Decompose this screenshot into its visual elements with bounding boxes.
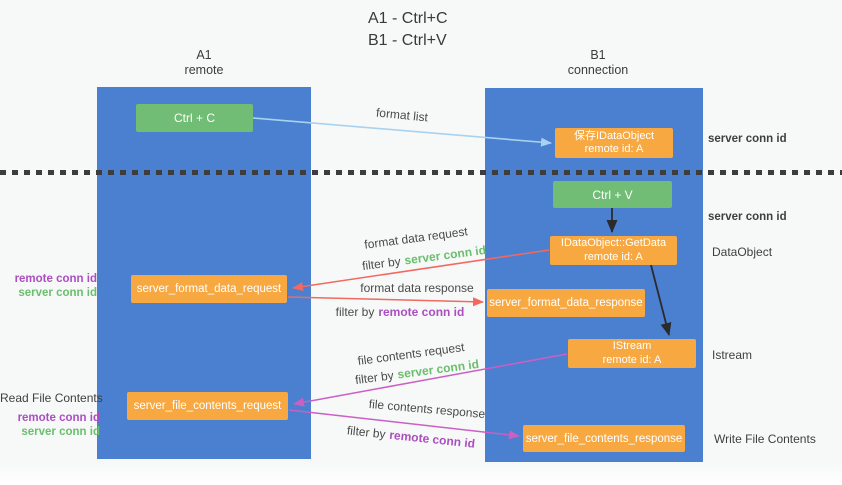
node-server-format-data-response: server_format_data_response xyxy=(487,289,645,317)
node-getdata-line1: IDataObject::GetData xyxy=(560,237,667,249)
title-line-2: B1 - Ctrl+V xyxy=(368,32,447,49)
label-server-conn-id-left-2: server conn id xyxy=(21,426,100,438)
arrow-getdata-to-istream xyxy=(650,264,672,336)
arrow-file-contents-response xyxy=(288,409,520,440)
node-save-idataobject-line1: 保存IDataObject xyxy=(573,129,655,142)
node-server-file-contents-response: server_file_contents_response xyxy=(523,425,685,452)
node-server-format-data-request: server_format_data_request xyxy=(131,275,287,303)
column-b1-name: B1 xyxy=(590,48,606,62)
column-a1-name: A1 xyxy=(196,48,212,62)
label-dataobject: DataObject xyxy=(712,245,773,259)
label-write-file-contents: Write File Contents xyxy=(714,432,816,446)
node-save-idataobject: 保存IDataObject remote id: A xyxy=(555,128,673,158)
session-divider-dotted-line xyxy=(0,170,842,175)
column-header-b1: B1 connection xyxy=(538,48,658,78)
label-remote-conn-id-left-1: remote conn id xyxy=(14,273,97,285)
label-group-file-conn-ids: Read File Contents remote conn id server… xyxy=(0,390,103,439)
node-file-response-label: server_file_contents_response xyxy=(525,432,683,445)
label-group-format-conn-ids: remote conn id server conn id xyxy=(0,272,97,300)
node-file-request-label: server_file_contents_request xyxy=(133,400,282,412)
label-remote-conn-id-left-2: remote conn id xyxy=(17,412,100,424)
node-istream: IStream remote id: A xyxy=(568,339,696,368)
arrow-format-data-request xyxy=(292,249,550,291)
label-istream: Istream xyxy=(712,348,753,362)
node-idataobject-getdata: IDataObject::GetData remote id: A xyxy=(550,236,677,265)
node-ctrl-v-label: Ctrl + V xyxy=(592,187,633,202)
diagram-title: A1 - Ctrl+C B1 - Ctrl+V xyxy=(368,8,448,52)
filter-by-text: filter by xyxy=(335,305,375,319)
column-a1-subtitle: remote xyxy=(184,63,224,77)
node-istream-line2: remote id: A xyxy=(602,353,662,366)
remote-conn-id-text: remote conn id xyxy=(378,305,465,319)
node-ctrl-c: Ctrl + C xyxy=(136,104,253,132)
background-fade xyxy=(0,462,842,485)
column-header-a1: A1 remote xyxy=(144,48,264,78)
node-server-file-contents-request: server_file_contents_request xyxy=(127,392,288,420)
label-server-conn-id-right-1: server conn id xyxy=(708,133,787,145)
node-format-response-label: server_format_data_response xyxy=(489,297,643,309)
node-ctrl-c-label: Ctrl + C xyxy=(173,111,215,125)
column-b1-subtitle: connection xyxy=(567,63,629,77)
node-ctrl-v: Ctrl + V xyxy=(553,181,672,208)
node-format-request-label: server_format_data_request xyxy=(136,283,282,295)
label-server-conn-id-left-1: server conn id xyxy=(18,287,97,299)
label-read-file-contents: Read File Contents xyxy=(0,391,103,405)
label-format-data-response: format data response xyxy=(360,281,474,295)
arrow-format-data-response xyxy=(287,296,484,307)
node-getdata-line2: remote id: A xyxy=(584,250,643,263)
node-istream-line1: IStream xyxy=(612,340,652,352)
arrow-format-list xyxy=(252,117,552,147)
arrow-file-contents-request xyxy=(293,353,568,407)
label-server-conn-id-right-2: server conn id xyxy=(708,211,787,223)
title-line-1: A1 - Ctrl+C xyxy=(368,10,448,27)
node-save-idataobject-line2: remote id: A xyxy=(584,143,644,155)
